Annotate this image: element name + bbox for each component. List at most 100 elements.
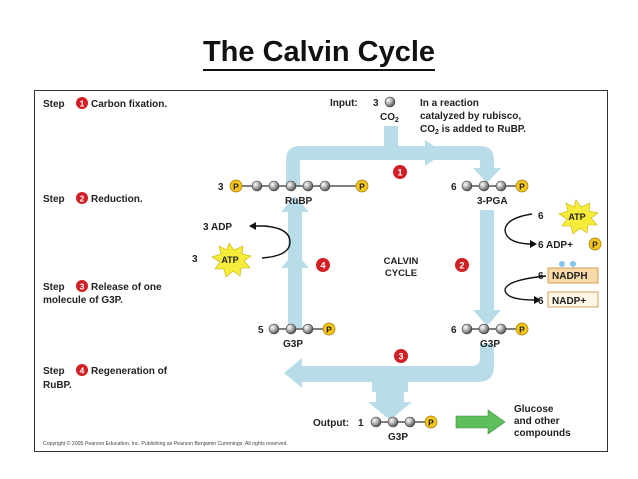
cycle-arrows (281, 126, 501, 420)
marker-1 (393, 165, 407, 179)
g3p-left-p-label: P (326, 325, 332, 335)
nadp-box (547, 291, 599, 308)
input-label: Input: (330, 98, 358, 109)
step-1-num: 1 (80, 99, 85, 109)
step-3: Step 3 Release of one molecule of G3P. (43, 280, 162, 306)
step-4: Step 4 Regeneration of RuBP. (43, 364, 168, 391)
arrow-right (473, 210, 501, 326)
rubp-count: 3 (218, 182, 224, 193)
pga-count: 6 (451, 182, 457, 193)
output-p-label: P (428, 418, 434, 428)
adp-right-label: 6 ADP+ (538, 240, 573, 251)
title-text: The Calvin Cycle (202, 36, 436, 71)
arrow-input (384, 126, 398, 146)
arrow-top (286, 140, 444, 186)
arrow-left-up-2 (281, 196, 309, 262)
note-line-3: CO2 is added to RuBP. (420, 124, 526, 136)
atp-right-label: ATP (568, 212, 585, 222)
output-product-line-2: and other (514, 416, 560, 427)
marker-3 (394, 349, 408, 363)
pga-molecule: 6 P 3-PGA (451, 179, 529, 207)
g3p-left-count: 5 (258, 325, 264, 336)
marker-2 (455, 258, 469, 272)
nadph-electron-1 (559, 261, 565, 267)
step-3-prefix: Step (43, 282, 65, 293)
atp-right-count: 6 (538, 211, 544, 222)
step-1-prefix: Step (43, 99, 65, 110)
rubp-name: RuBP (285, 196, 313, 207)
step-2: Step 2 Reduction. (43, 192, 143, 205)
marker-4-label: 4 (320, 261, 325, 271)
step-3-num: 3 (80, 282, 85, 292)
pga-name: 3-PGA (477, 196, 508, 207)
atp-left-starburst (211, 242, 252, 278)
atp-left-count: 3 (192, 254, 198, 265)
cycle-label-1: CALVIN (384, 256, 419, 267)
output-name: G3P (388, 432, 408, 443)
g3p-right-molecule: 6 P G3P (451, 322, 529, 350)
cycle-label-2: CYCLE (385, 268, 417, 279)
output-green-arrow (455, 409, 506, 435)
nadph-box (547, 267, 599, 284)
step-1-text: Carbon fixation. (91, 99, 167, 110)
copyright-text: Copyright © 2005 Pearson Education, Inc.… (43, 440, 288, 447)
input-count: 3 (373, 98, 379, 109)
marker-4 (316, 258, 330, 272)
nadp-label: NADP+ (552, 296, 586, 307)
page-title: The Calvin Cycle (0, 36, 638, 71)
step-3-line-1: Release of one (91, 282, 162, 293)
note-line-1: In a reaction (420, 98, 479, 109)
marker-1-label: 1 (397, 168, 402, 178)
rubp-phosphate-left (229, 179, 243, 193)
left-cofactors: 3 ADP 3 ATP (192, 222, 291, 278)
output-product-line-3: compounds (514, 428, 571, 439)
rubisco-note: In a reaction catalyzed by rubisco, CO2 … (420, 98, 526, 136)
nadph-label: NADPH (552, 271, 588, 282)
input-co2: Input: 3 CO2 (330, 96, 399, 124)
output-count: 1 (358, 418, 364, 429)
step-4-prefix: Step (43, 366, 65, 377)
arrow-left-up (281, 252, 309, 328)
arrow-output-down (368, 392, 412, 420)
marker-2-label: 2 (459, 261, 464, 271)
input-molecule: CO2 (380, 112, 399, 124)
step-4-badge (76, 364, 88, 376)
co2-ball (384, 96, 396, 108)
step-4-line-2: RuBP. (43, 380, 72, 391)
adp-right-phosphate (588, 237, 602, 251)
g3p-left-molecule: 5 P G3P (258, 322, 336, 350)
step-3-badge (76, 280, 88, 292)
step-1-badge (76, 97, 88, 109)
step-1: Step 1 Carbon fixation. (43, 97, 167, 110)
rubp-phosphate-right (355, 179, 369, 193)
marker-3-label: 3 (398, 352, 403, 362)
step-3-line-2: molecule of G3P. (43, 295, 123, 306)
g3p-right-count: 6 (451, 325, 457, 336)
atp-right-starburst (558, 199, 599, 235)
g3p-right-name: G3P (480, 339, 500, 350)
step-2-badge (76, 192, 88, 204)
step-2-num: 2 (80, 194, 85, 204)
adp-left-label: 3 ADP (203, 222, 232, 233)
arrow-bottom (284, 344, 494, 392)
pga-p-label: P (519, 182, 525, 192)
rubp-molecule: 3 P P RuBP (218, 179, 369, 207)
step-4-line-1: Regeneration of (91, 366, 168, 377)
output-g3p: Output: 1 1 P G3P Glucose and other comp… (313, 404, 571, 443)
step-4-num: 4 (80, 366, 85, 376)
arrow-top-right-down (432, 146, 501, 183)
output-label: Output: (313, 418, 349, 429)
g3p-right-p-label: P (519, 325, 525, 335)
right-cofactors: 6 ATP 6 ADP+ P 6 NADPH 6 NADP+ (504, 199, 602, 308)
nadph-electron-2 (570, 261, 576, 267)
rubp-p-right-label: P (359, 182, 365, 192)
nadp-count: 6 (538, 296, 544, 307)
output-product-line-1: Glucose (514, 404, 554, 415)
g3p-left-name: G3P (283, 339, 303, 350)
atp-left-label: ATP (221, 255, 238, 265)
step-2-text: Reduction. (91, 194, 143, 205)
rubp-p-left-label: P (233, 182, 239, 192)
step-labels: Step 1 Carbon fixation. Step 2 Reduction… (43, 97, 168, 391)
adp-right-p-label: P (592, 240, 598, 250)
